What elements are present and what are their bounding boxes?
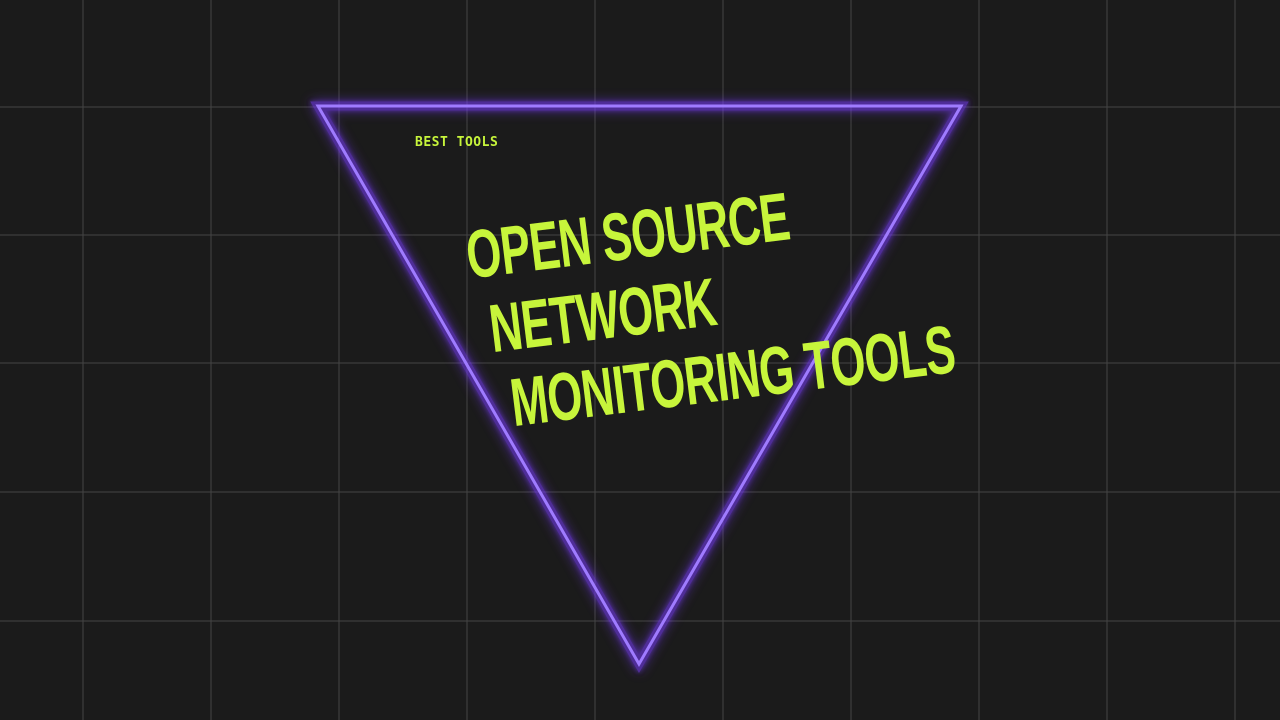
kicker-label: BEST TOOLS bbox=[415, 135, 499, 150]
